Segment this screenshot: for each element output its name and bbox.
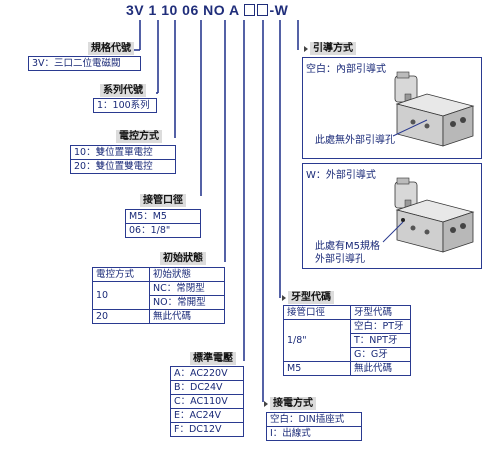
spec-row-3v: 3V：三口二位電磁閥 bbox=[28, 56, 141, 71]
port-row-m5: M5：M5 bbox=[125, 209, 201, 224]
port-row-06: 06：1/8" bbox=[125, 223, 201, 238]
series-table: 1：100系列 bbox=[93, 98, 157, 113]
wiring-table: 空白：DIN插座式 I：出線式 bbox=[266, 412, 362, 441]
wiring-row-i: I：出線式 bbox=[266, 426, 362, 441]
voltage-title: 標準電壓 bbox=[190, 352, 236, 365]
initial-head-state: 初始狀態 bbox=[149, 267, 225, 282]
model-code-suffix: -W bbox=[269, 2, 289, 18]
pilot-w-pointer bbox=[382, 221, 404, 243]
pilot-blank-pointer bbox=[392, 119, 428, 137]
control-row-20: 20：雙位置雙電控 bbox=[70, 159, 176, 174]
port-title: 接管口徑 bbox=[140, 194, 186, 207]
spec-table: 3V：三口二位電磁閥 bbox=[28, 56, 141, 71]
pilot-blank-label: 空白：內部引導式 bbox=[306, 64, 386, 75]
series-title: 系列代號 bbox=[100, 84, 146, 97]
voltage-row-c: C：AC110V bbox=[170, 394, 244, 409]
pilot-panel-external: W：外部引導式 此處有M5規格 外部引導孔 bbox=[302, 163, 482, 269]
wiring-title: 接電方式 bbox=[264, 397, 316, 410]
initial-no: NO：常開型 bbox=[149, 295, 225, 310]
thread-title: 牙型代碼 bbox=[282, 291, 334, 304]
voltage-table: A：AC220V B：DC24V C：AC110V E：AC24V F：DC12… bbox=[170, 366, 244, 437]
series-row-1: 1：100系列 bbox=[93, 98, 157, 113]
thread-table: 接管口徑 牙型代碼 1/8" 空白：PT牙 T：NPT牙 G：G牙 M5 無此代… bbox=[283, 305, 411, 376]
control-table: 10：雙位置單電控 20：雙位置雙電控 bbox=[70, 145, 176, 174]
placeholder-box-2 bbox=[257, 4, 269, 16]
thread-opt-g: G：G牙 bbox=[350, 347, 411, 362]
wiring-row-blank: 空白：DIN插座式 bbox=[266, 412, 362, 427]
spec-title: 規格代號 bbox=[88, 42, 134, 55]
control-title: 電控方式 bbox=[116, 130, 162, 143]
thread-head-port: 接管口徑 bbox=[283, 305, 351, 320]
pilot-panel-internal: 空白：內部引導式 此處無外部引導孔 bbox=[302, 57, 482, 159]
pilot-w-note-1: 此處有M5規格 bbox=[315, 241, 380, 252]
initial-table: 電控方式 初始狀態 10 NC：常閉型 NO：常開型 20 無此代碼 bbox=[92, 267, 225, 324]
model-code-prefix: 3V 1 10 06 NO A bbox=[126, 2, 240, 18]
port-table: M5：M5 06：1/8" bbox=[125, 209, 201, 238]
voltage-row-a: A：AC220V bbox=[170, 366, 244, 381]
initial-row-10: 10 bbox=[92, 281, 150, 310]
placeholder-box-1 bbox=[244, 4, 256, 16]
voltage-row-e: E：AC24V bbox=[170, 408, 244, 423]
control-row-10: 10：雙位置單電控 bbox=[70, 145, 176, 160]
initial-title: 初始狀態 bbox=[160, 252, 206, 265]
initial-nc: NC：常閉型 bbox=[149, 281, 225, 296]
valve-external-illustration bbox=[394, 177, 475, 253]
pilot-w-label: W：外部引導式 bbox=[306, 170, 376, 181]
thread-opt-npt: T：NPT牙 bbox=[350, 333, 411, 348]
thread-none: 無此代碼 bbox=[350, 361, 411, 376]
pilot-blank-note: 此處無外部引導孔 bbox=[315, 135, 395, 146]
voltage-row-f: F：DC12V bbox=[170, 422, 244, 437]
model-code: 3V 1 10 06 NO A -W bbox=[126, 2, 376, 18]
thread-head-code: 牙型代碼 bbox=[350, 305, 411, 320]
voltage-row-b: B：DC24V bbox=[170, 380, 244, 395]
initial-head-control: 電控方式 bbox=[92, 267, 150, 282]
pilot-w-note-2: 外部引導孔 bbox=[315, 254, 365, 265]
pilot-title: 引導方式 bbox=[304, 42, 356, 55]
thread-size-18: 1/8" bbox=[283, 319, 351, 362]
thread-size-m5: M5 bbox=[283, 361, 351, 376]
initial-row-20: 20 bbox=[92, 309, 150, 324]
initial-none: 無此代碼 bbox=[149, 309, 225, 324]
thread-opt-pt: 空白：PT牙 bbox=[350, 319, 411, 334]
valve-internal-illustration bbox=[394, 71, 475, 147]
